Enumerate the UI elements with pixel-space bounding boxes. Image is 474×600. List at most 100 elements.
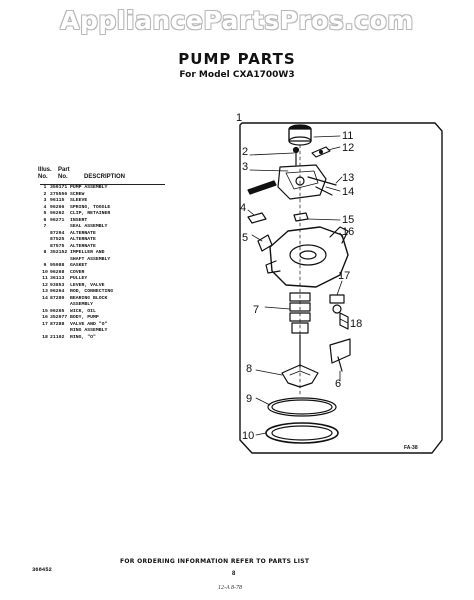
part-description: COVER [70,269,85,275]
part-illus-no: 9 [43,263,47,268]
valve-lever [311,146,331,158]
part-illus-no: 17 [42,321,48,327]
col-header-illus-l1: Illus. [38,167,52,173]
part-number: 96264 [50,289,65,294]
part-illus-no: 15 [42,308,48,314]
part-description: VALVE AND "O" [70,321,108,327]
part-number: 87280 [50,295,65,301]
part-number: 275556 [50,191,68,197]
part-description: SCREW [70,191,85,197]
part-illus-no: 10 [42,269,48,275]
document-id: 368452 [32,566,52,573]
part-illus-no: 5 [43,211,47,216]
part-number: 87294 [50,230,65,236]
part-number: 87525 [50,237,65,242]
part-description: WICK, OIL [70,308,96,314]
callout-6: 6 [335,378,341,390]
callout-10: 10 [242,430,254,442]
part-description: SPRING, TOGGLE [70,204,111,210]
parts-list-row: ASSEMBLY [40,302,170,309]
figure-code: FA-38 [404,445,418,451]
callout-11: 11 [342,130,353,142]
parts-list-row: SHAFT ASSEMBLY [40,257,170,264]
callout-13: 13 [342,172,354,184]
callout-12: 12 [342,142,354,154]
part-description: GASKET [70,263,88,268]
part-illus-no: 3 [43,198,47,203]
part-description: BODY, PUMP [70,315,99,320]
part-number: 87575 [50,243,65,249]
part-description: RING, "O" [70,334,96,340]
oil-wick [293,212,309,222]
cover [265,422,339,444]
part-description: ALTERNATE [70,230,96,236]
part-description: ALTERNATE [70,243,96,249]
model-subtitle: For Model CXA1700W3 [179,70,295,80]
part-illus-no: 8 [43,250,47,255]
valve-assembly [329,294,349,330]
parts-list-row: RING ASSEMBLY [40,328,170,335]
part-illus-no: 16 [42,315,48,320]
col-header-illus: Illus. No. [38,167,52,181]
part-description: IMPELLER AND [70,250,105,255]
part-illus-no: 4 [43,204,47,210]
watermark: AppliancePartsPros.com [60,6,414,35]
part-illus-no: 1 [43,185,47,190]
col-header-illus-l2: No. [38,174,48,180]
part-description: LEVER, VALVE [70,282,105,288]
part-description: PUMP ASSEMBLY [70,185,108,190]
part-description: BEARING BLOCK [70,295,108,301]
page-title: PUMP PARTS [178,50,296,68]
part-illus-no: 14 [42,295,48,301]
part-number: 96265 [50,308,65,314]
part-number: 95988 [50,263,65,268]
part-description: ALTERNATE [70,237,96,242]
pump-body [265,226,349,288]
part-description: ROD, CONNECTING [70,289,114,294]
handwritten-signature: 12-A 8-78 [218,585,243,591]
callout-18: 18 [350,318,362,330]
part-number: 96271 [50,217,65,223]
assembly-frame [239,122,443,454]
screw [292,146,300,166]
callout-4: 4 [240,202,246,214]
callout-5: 5 [242,232,248,244]
callout-1: 1 [236,112,242,124]
part-number: 96266 [50,204,65,210]
part-number: 352977 [50,315,68,320]
col-header-part: Part No. [58,167,70,181]
part-description: ASSEMBLY [70,302,94,307]
callout-9: 9 [246,393,252,405]
callout-2: 2 [242,146,248,158]
part-description: SEAL ASSEMBLY [70,224,108,229]
part-illus-no: 7 [43,224,47,229]
part-number: 36113 [50,276,65,281]
parts-list-row: 87575 ALTERNATE [40,244,170,251]
part-number: 96268 [50,269,65,275]
part-description: INSERT [70,217,88,223]
ordering-note: FOR ORDERING INFORMATION REFER TO PARTS … [120,558,310,565]
impeller [281,334,319,388]
part-illus-no: 11 [42,276,48,281]
insert [329,338,351,372]
part-illus-no: 12 [42,282,48,288]
table-header-rule [40,184,165,185]
callout-16: 16 [342,226,354,238]
part-number: 96262 [50,211,65,216]
part-number: 352152 [50,250,68,255]
part-illus-no: 2 [43,191,47,197]
pulley [288,124,312,146]
parts-list-row: 87294 ALTERNATE [40,231,170,238]
gasket [267,397,337,417]
parts-list-row: 7 SEAL ASSEMBLY [40,224,170,231]
